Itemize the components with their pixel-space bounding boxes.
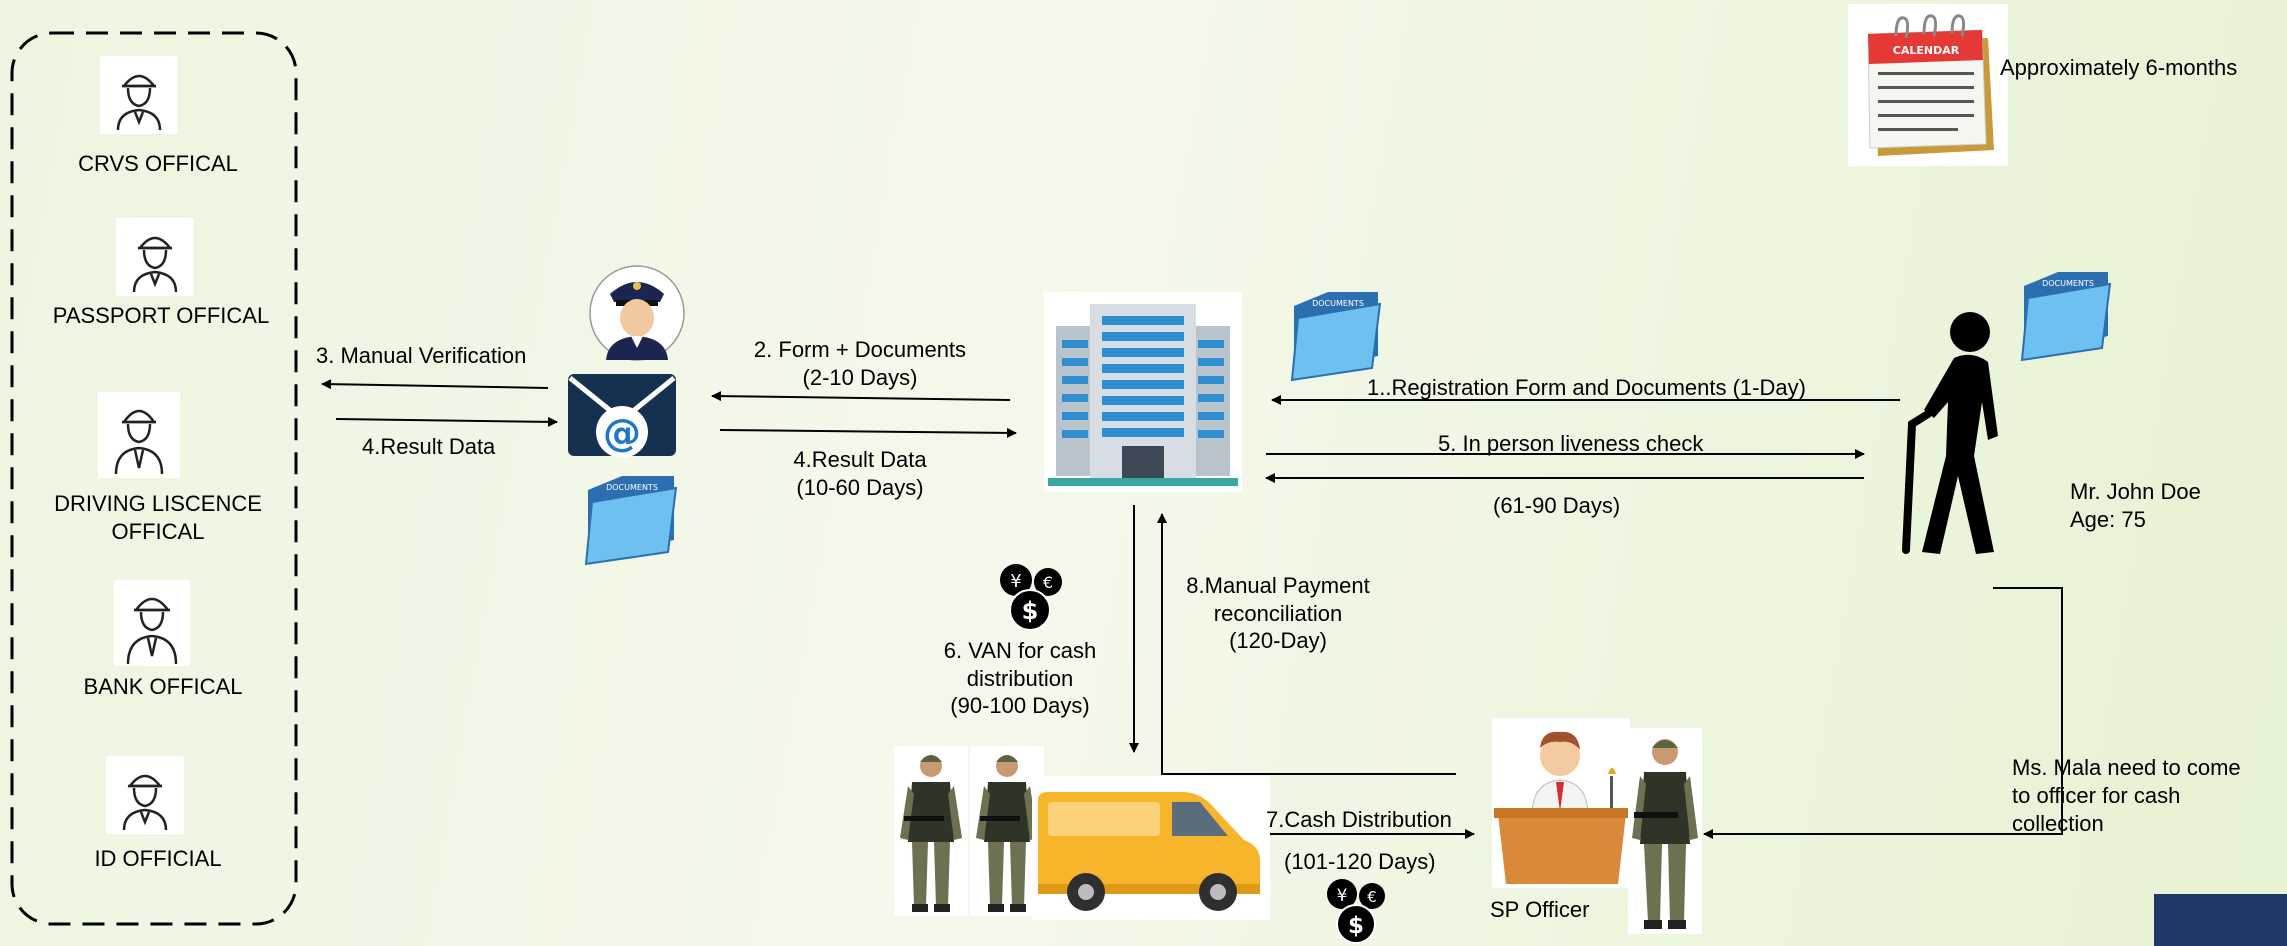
step4b-line1: 4.Result Data <box>793 447 927 472</box>
documents-folder-icon: DOCUMENTS <box>582 470 682 566</box>
soldier-icon <box>1628 728 1702 934</box>
police-avatar-icon <box>588 264 686 362</box>
officer-icon <box>114 580 190 666</box>
documents-folder-icon: DOCUMENTS <box>2018 266 2114 362</box>
step6-line3: (90-100 Days) <box>950 693 1090 718</box>
step2-label: 2. Form + Documents (2-10 Days) <box>730 336 990 391</box>
soldier-icon <box>970 746 1044 916</box>
driving-label-line2: OFFICAL <box>111 518 205 544</box>
step4b-label: 4.Result Data (10-60 Days) <box>730 446 990 501</box>
step1-label: 1..Registration Form and Documents (1-Da… <box>1367 375 1806 400</box>
svg-text:¥: ¥ <box>1010 571 1021 592</box>
step3-label: 3. Manual Verification <box>316 343 527 368</box>
step6-line2: distribution <box>966 665 1074 691</box>
step7-label: 7.Cash Distribution <box>1266 807 1452 832</box>
step8-line2: reconciliation <box>1213 600 1343 626</box>
money-icon: ¥ € $ <box>996 560 1068 634</box>
collection-note: Ms. Mala need to come to officer for cas… <box>2012 754 2241 838</box>
passport-official-label: PASSPORT OFFICAL <box>52 303 270 328</box>
arrow-step4a <box>335 416 558 427</box>
note-line3: collection <box>2012 810 2104 836</box>
sp-officer-label: SP Officer <box>1490 897 1590 922</box>
officer-icon <box>106 756 184 834</box>
beneficiary-name-value: John Doe <box>2106 479 2201 504</box>
step8-line3: (120-Day) <box>1229 628 1327 653</box>
step6-line1: 6. VAN for cash <box>943 638 1097 663</box>
svg-text:¥: ¥ <box>1337 886 1348 906</box>
svg-text:$: $ <box>1022 597 1039 625</box>
van-icon <box>1032 776 1270 920</box>
duration-label: Approximately 6-months <box>2000 55 2238 80</box>
arrow-step8 <box>1157 513 1456 775</box>
documents-folder-icon: DOCUMENTS <box>1288 286 1384 382</box>
driving-label-line1: DRIVING LISCENCE <box>54 491 262 516</box>
bank-official-label: BANK OFFICAL <box>83 674 243 699</box>
building-icon <box>1044 292 1242 492</box>
step6-label: 6. VAN for cash distribution (90-100 Day… <box>910 637 1130 720</box>
svg-text:€: € <box>1043 573 1053 592</box>
officials-group-box <box>10 31 298 926</box>
step4b-line2: (10-60 Days) <box>796 474 924 500</box>
svg-text:€: € <box>1367 888 1377 906</box>
calendar-banner: CALENDAR <box>1893 44 1960 57</box>
arrow-beneficiary-to-officer <box>1703 587 2063 839</box>
beneficiary-age: Age: 75 <box>2070 507 2146 532</box>
officer-icon <box>98 392 180 478</box>
step4a-label: 4.Result Data <box>362 434 496 459</box>
folder-label: DOCUMENTS <box>2042 279 2094 288</box>
crvs-official-label: CRVS OFFICAL <box>78 151 238 176</box>
svg-text:$: $ <box>1348 913 1364 939</box>
soldier-icon <box>894 746 968 916</box>
beneficiary-name: Mr. John Doe <box>2070 478 2201 506</box>
step2-line2: (2-10 Days) <box>802 364 918 390</box>
folder-label: DOCUMENTS <box>1312 299 1364 308</box>
officer-icon <box>116 218 194 296</box>
note-line1: Ms. Mala need to come <box>2012 755 2241 780</box>
elderly-person-icon <box>1898 306 2030 556</box>
folder-label: DOCUMENTS <box>606 483 658 492</box>
sp-officer-desk-icon <box>1492 718 1630 888</box>
email-icon: @ <box>566 370 678 460</box>
id-official-label: ID OFFICIAL <box>94 846 222 871</box>
officer-icon <box>100 56 178 134</box>
calendar-icon: CALENDAR <box>1848 4 2008 166</box>
money-icon: ¥ € $ <box>1322 876 1392 946</box>
step2-line1: 2. Form + Documents <box>753 337 967 362</box>
arrow-step4b <box>719 427 1017 438</box>
step8-line1: 8.Manual Payment <box>1186 573 1370 598</box>
corner-block <box>2154 894 2287 946</box>
step8-label: 8.Manual Payment reconciliation (120-Day… <box>1160 572 1396 655</box>
driving-licence-official-label: DRIVING LISCENCE OFFICAL <box>30 490 286 545</box>
svg-text:@: @ <box>603 411 641 455</box>
step5-label: 5. In person liveness check <box>1438 431 1704 456</box>
arrow-step3 <box>321 379 549 390</box>
arrow-step2 <box>711 391 1011 402</box>
step5-days-label: (61-90 Days) <box>1493 493 1621 518</box>
note-line2: to officer for cash <box>2012 782 2181 808</box>
beneficiary-prefix: Mr. <box>2070 479 2107 504</box>
step7-days-label: (101-120 Days) <box>1284 849 1436 874</box>
